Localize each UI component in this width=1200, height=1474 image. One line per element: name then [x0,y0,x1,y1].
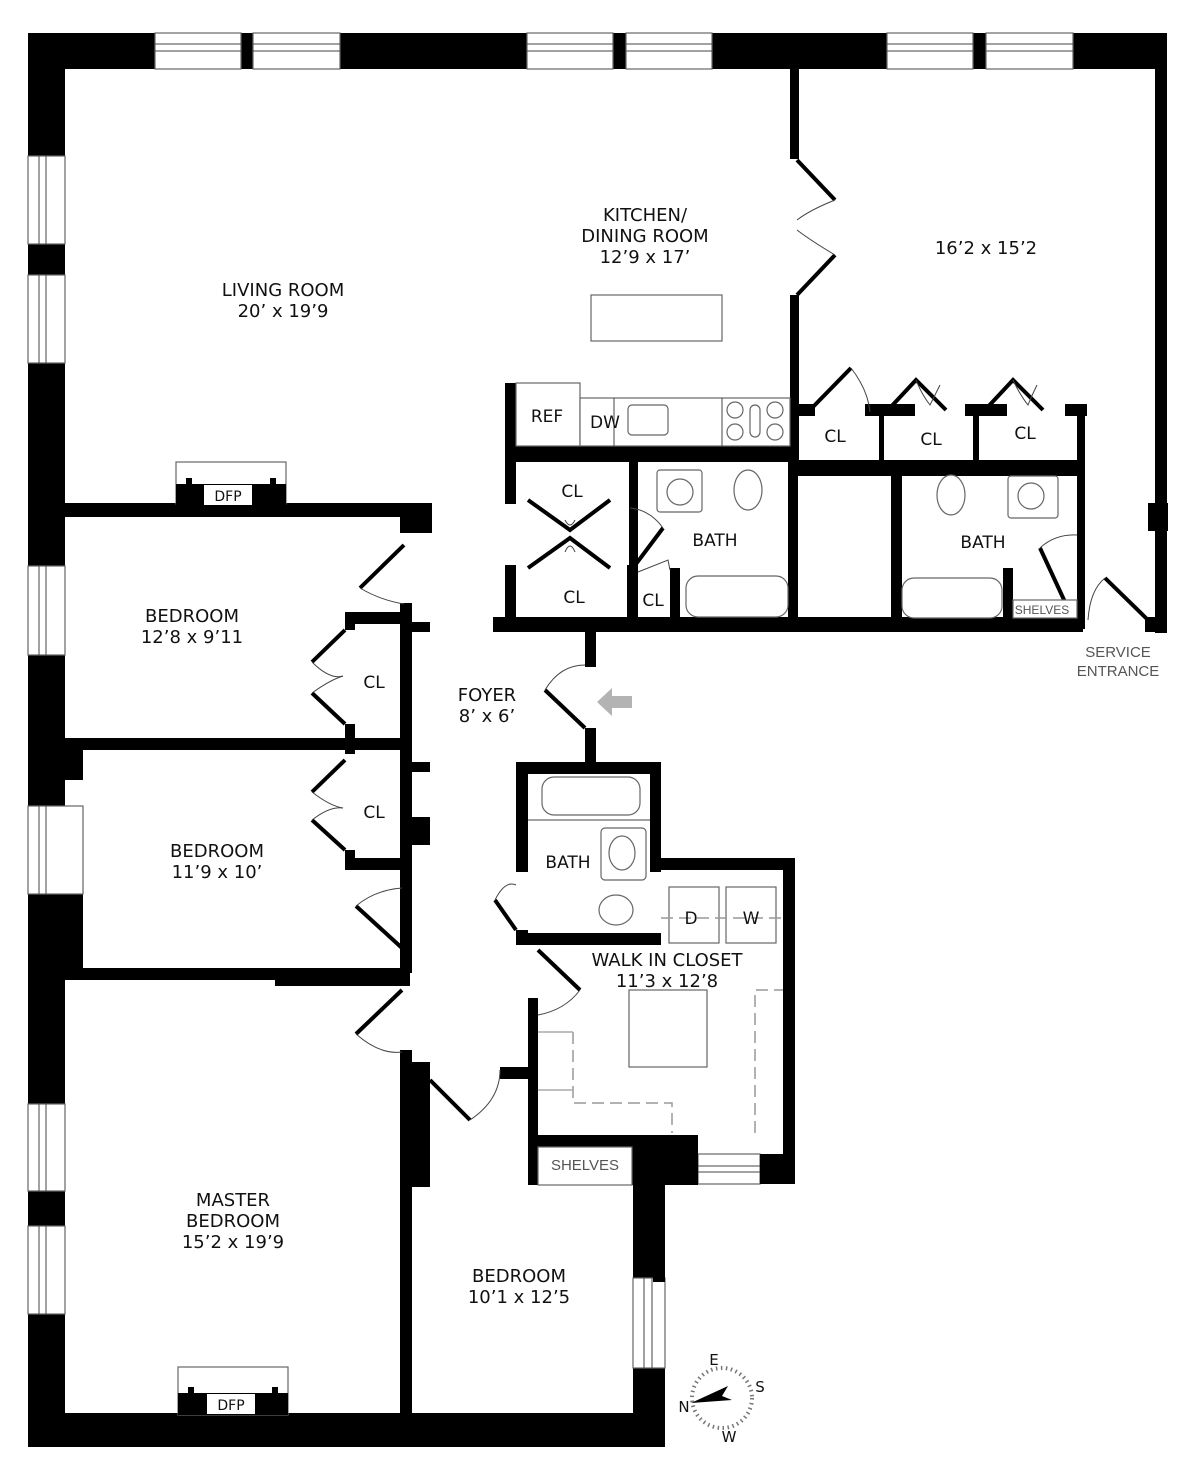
dw-label: DW [590,413,620,433]
living-room-name: LIVING ROOM [222,280,344,301]
compass-needle-icon [691,1386,732,1403]
closet-label: CL [561,482,583,502]
foyer-name: FOYER [458,685,516,706]
windows [27,32,1074,1369]
bedroom-2-dims: 11’9 x 10’ [172,862,263,883]
kitchen-name-2: DINING ROOM [581,226,708,247]
foyer-dims: 8’ x 6’ [459,706,515,727]
closet-label: CL [824,427,846,447]
compass-east: E [709,1351,718,1369]
bedroom-2-name: BEDROOM [170,841,264,862]
dfp-label: DFP [217,1398,244,1414]
service-entrance-label-2: ENTRANCE [1077,663,1160,680]
closet-label: CL [363,673,385,693]
bedroom-1-name: BEDROOM [145,606,239,627]
dryer-label: D [684,909,697,929]
compass-south: S [755,1378,765,1396]
kitchen-island [590,294,723,342]
compass-west: W [722,1428,737,1446]
compass: E S W N [678,1351,764,1446]
washer-label: W [743,909,760,929]
bedroom-3-name: BEDROOM [472,1266,566,1287]
ref-label: REF [531,407,563,427]
bedroom-3-dims: 10’1 x 12’5 [468,1287,570,1308]
doors [310,158,1150,1122]
room-labels: LIVING ROOM 20’ x 19’9 KITCHEN/ DINING R… [141,205,1159,1414]
walk-in-closet-dims: 11’3 x 12’8 [616,971,718,992]
closet-label: CL [363,803,385,823]
living-room-dims: 20’ x 19’9 [238,301,329,322]
fixtures [515,294,1078,1186]
kitchen-name-1: KITCHEN/ [603,205,688,226]
closet-label: CL [642,591,664,611]
master-bedroom-name-2: BEDROOM [186,1211,280,1232]
shelves-label: SHELVES [551,1157,619,1174]
entry-arrow-icon [597,688,632,716]
bath-label: BATH [692,531,737,551]
unnamed-room-dims: 16’2 x 15’2 [935,238,1037,259]
master-bedroom-name-1: MASTER [196,1190,270,1211]
bedroom-1-dims: 12’8 x 9’11 [141,627,243,648]
closet-label: CL [920,430,942,450]
bath-label: BATH [960,533,1005,553]
closet-label: CL [563,588,585,608]
walk-in-closet-name: WALK IN CLOSET [591,950,743,971]
compass-ring [690,1366,754,1430]
compass-north: N [678,1398,689,1416]
master-bedroom-dims: 15’2 x 19’9 [182,1232,284,1253]
shelves-label: SHELVES [1015,603,1069,617]
interior-walls [65,69,1167,1416]
closet-label: CL [1014,424,1036,444]
service-entrance-label-1: SERVICE [1085,644,1151,661]
dfp-label: DFP [214,489,241,505]
kitchen-dims: 12’9 x 17’ [600,247,691,268]
bath-label: BATH [545,853,590,873]
